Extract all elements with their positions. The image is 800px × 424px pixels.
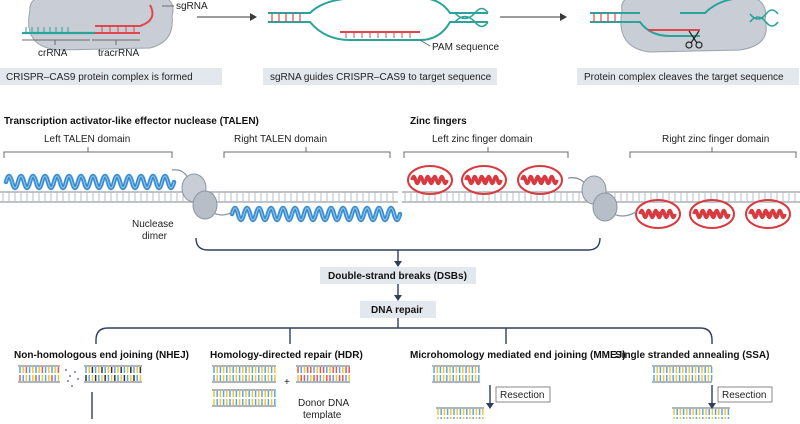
hdr-dna-graphic	[212, 365, 350, 407]
dna-top-strand	[268, 0, 488, 14]
crrna-label: crRNA	[38, 48, 68, 59]
left-zinc-bracket	[403, 147, 569, 158]
repair-label: DNA repair	[371, 305, 423, 316]
nhej-break-debris	[64, 368, 68, 372]
zinc-title: Zinc fingers	[410, 116, 467, 127]
mmej-dna-graphic	[432, 365, 484, 424]
nhej-break-debris	[73, 370, 77, 374]
ssa-title: Single stranded annealing (SSA)	[615, 350, 769, 361]
dna-right-helix	[454, 7, 489, 28]
pam-label: PAM sequence	[432, 42, 500, 53]
step1-caption: CRISPR–CAS9 protein complex is formed	[6, 72, 193, 83]
sgrna-guide-bases	[345, 32, 411, 38]
left-zinc-finger-loop	[407, 165, 453, 195]
right-talen-bracket	[223, 147, 391, 158]
mmej-resection-label: Resection	[500, 390, 544, 401]
pathway-branch	[95, 327, 713, 344]
donor-label-line1: Donor DNA	[298, 398, 349, 409]
zinc-nuclease-dimer	[581, 175, 618, 222]
dna-bottom-strand	[268, 21, 488, 41]
repair-arrow-head	[394, 295, 402, 301]
dna-left-bases	[271, 13, 301, 22]
nhej-title: Non-homologous end joining (NHEJ)	[14, 350, 189, 361]
right-zinc-finger-loop	[745, 199, 791, 229]
step2-caption: sgRNA guides CRISPR–CAS9 to target seque…	[270, 72, 492, 83]
dsb-arrow-head	[394, 261, 402, 267]
pam-leader	[419, 39, 431, 47]
mmej-resection-head	[486, 403, 494, 409]
hdr-plus-sign: +	[284, 377, 290, 388]
left-talen-label: Left TALEN domain	[44, 134, 130, 145]
left-talen-bracket	[3, 147, 173, 158]
talen-nuclease-dimer	[181, 173, 218, 220]
nuclease-label-line1: Nuclease	[132, 219, 174, 230]
crrna-bases	[25, 27, 69, 33]
right-talen-helices	[229, 205, 403, 223]
sgrna-label: sgRNA	[176, 1, 208, 12]
left-zinc-finger-zinc-ion	[427, 177, 433, 183]
step2-caption-box	[263, 68, 497, 85]
left-zinc-finger-loop	[517, 165, 563, 195]
donor-label-line2: template	[303, 410, 342, 419]
crispr-step3: Protein complex cleaves the target seque…	[577, 0, 799, 85]
left-zinc-finger-zinc-ion	[481, 177, 487, 183]
right-zinc-finger-zinc-ion	[765, 211, 771, 217]
talen-title: Transcription activator-like effector nu…	[4, 116, 259, 127]
right-zinc-label: Right zinc finger domain	[662, 134, 769, 145]
right-talen-helix-highlight	[231, 207, 401, 221]
cleaved-right-helix	[749, 9, 779, 27]
step3-caption-box	[577, 68, 799, 85]
left-zinc-finger-loop	[461, 165, 507, 195]
flow-connectors	[95, 237, 713, 344]
right-zinc-fingers	[635, 199, 791, 229]
nhej-break-debris	[70, 384, 74, 388]
cleaved-bottom-strand	[590, 21, 700, 37]
crispr-step1: crRNA tracrRNA sgRNA CRISPR–CAS9 protein…	[0, 0, 222, 85]
mmej-title: Microhomology mediated end joining (MMEJ…	[410, 350, 626, 361]
right-talen-label: Right TALEN domain	[234, 134, 327, 145]
mmej-resection-box	[495, 386, 551, 403]
step1-caption-box	[0, 68, 222, 85]
right-zinc-finger-zinc-ion	[655, 211, 661, 217]
left-zinc-label: Left zinc finger domain	[432, 134, 533, 145]
dsb-label: Double-strand breaks (DSBs)	[328, 271, 467, 282]
nhej-break-debris	[66, 379, 70, 383]
repair-box	[360, 301, 436, 318]
ssa-resection-box	[717, 386, 773, 403]
tracrrna-bases	[101, 26, 135, 33]
nhej-break-debris	[68, 374, 72, 378]
scissors-icon	[685, 30, 703, 49]
left-zinc-fingers	[407, 165, 563, 195]
right-zinc-finger-loop	[689, 199, 735, 229]
talen-to-dsb-bracket	[195, 237, 601, 251]
ssa-resection-head	[708, 403, 716, 409]
tracrrna-label: tracrRNA	[98, 48, 139, 59]
nuclease-label-line2: dimer	[142, 231, 168, 242]
right-zinc-finger-loop	[635, 199, 681, 229]
arrow-step1-head	[250, 13, 257, 21]
ssa-resection-label: Resection	[722, 390, 766, 401]
hdr-title: Homology-directed repair (HDR)	[210, 350, 363, 361]
left-talen-helices	[3, 173, 177, 191]
nhej-break-debris	[76, 377, 80, 381]
step3-caption: Protein complex cleaves the target seque…	[584, 72, 784, 83]
cleaved-left-bases	[593, 13, 616, 22]
right-zinc-bracket	[629, 147, 797, 158]
zinc-panel: Zinc fingers Left zinc finger domain Rig…	[402, 116, 800, 229]
nhej-dna-graphic	[18, 365, 142, 388]
dsb-box	[320, 267, 476, 284]
arrow-step2-head	[560, 13, 567, 21]
left-zinc-finger-zinc-ion	[537, 177, 543, 183]
ssa-dna-graphic	[652, 365, 730, 424]
talen-panel: Transcription activator-like effector nu…	[0, 116, 403, 242]
left-talen-helix-highlight	[5, 175, 175, 189]
right-zinc-finger-zinc-ion	[709, 211, 715, 217]
talen-dna-strand	[0, 191, 398, 203]
crispr-step2: PAM sequence sgRNA guides CRISPR–CAS9 to…	[263, 0, 500, 85]
